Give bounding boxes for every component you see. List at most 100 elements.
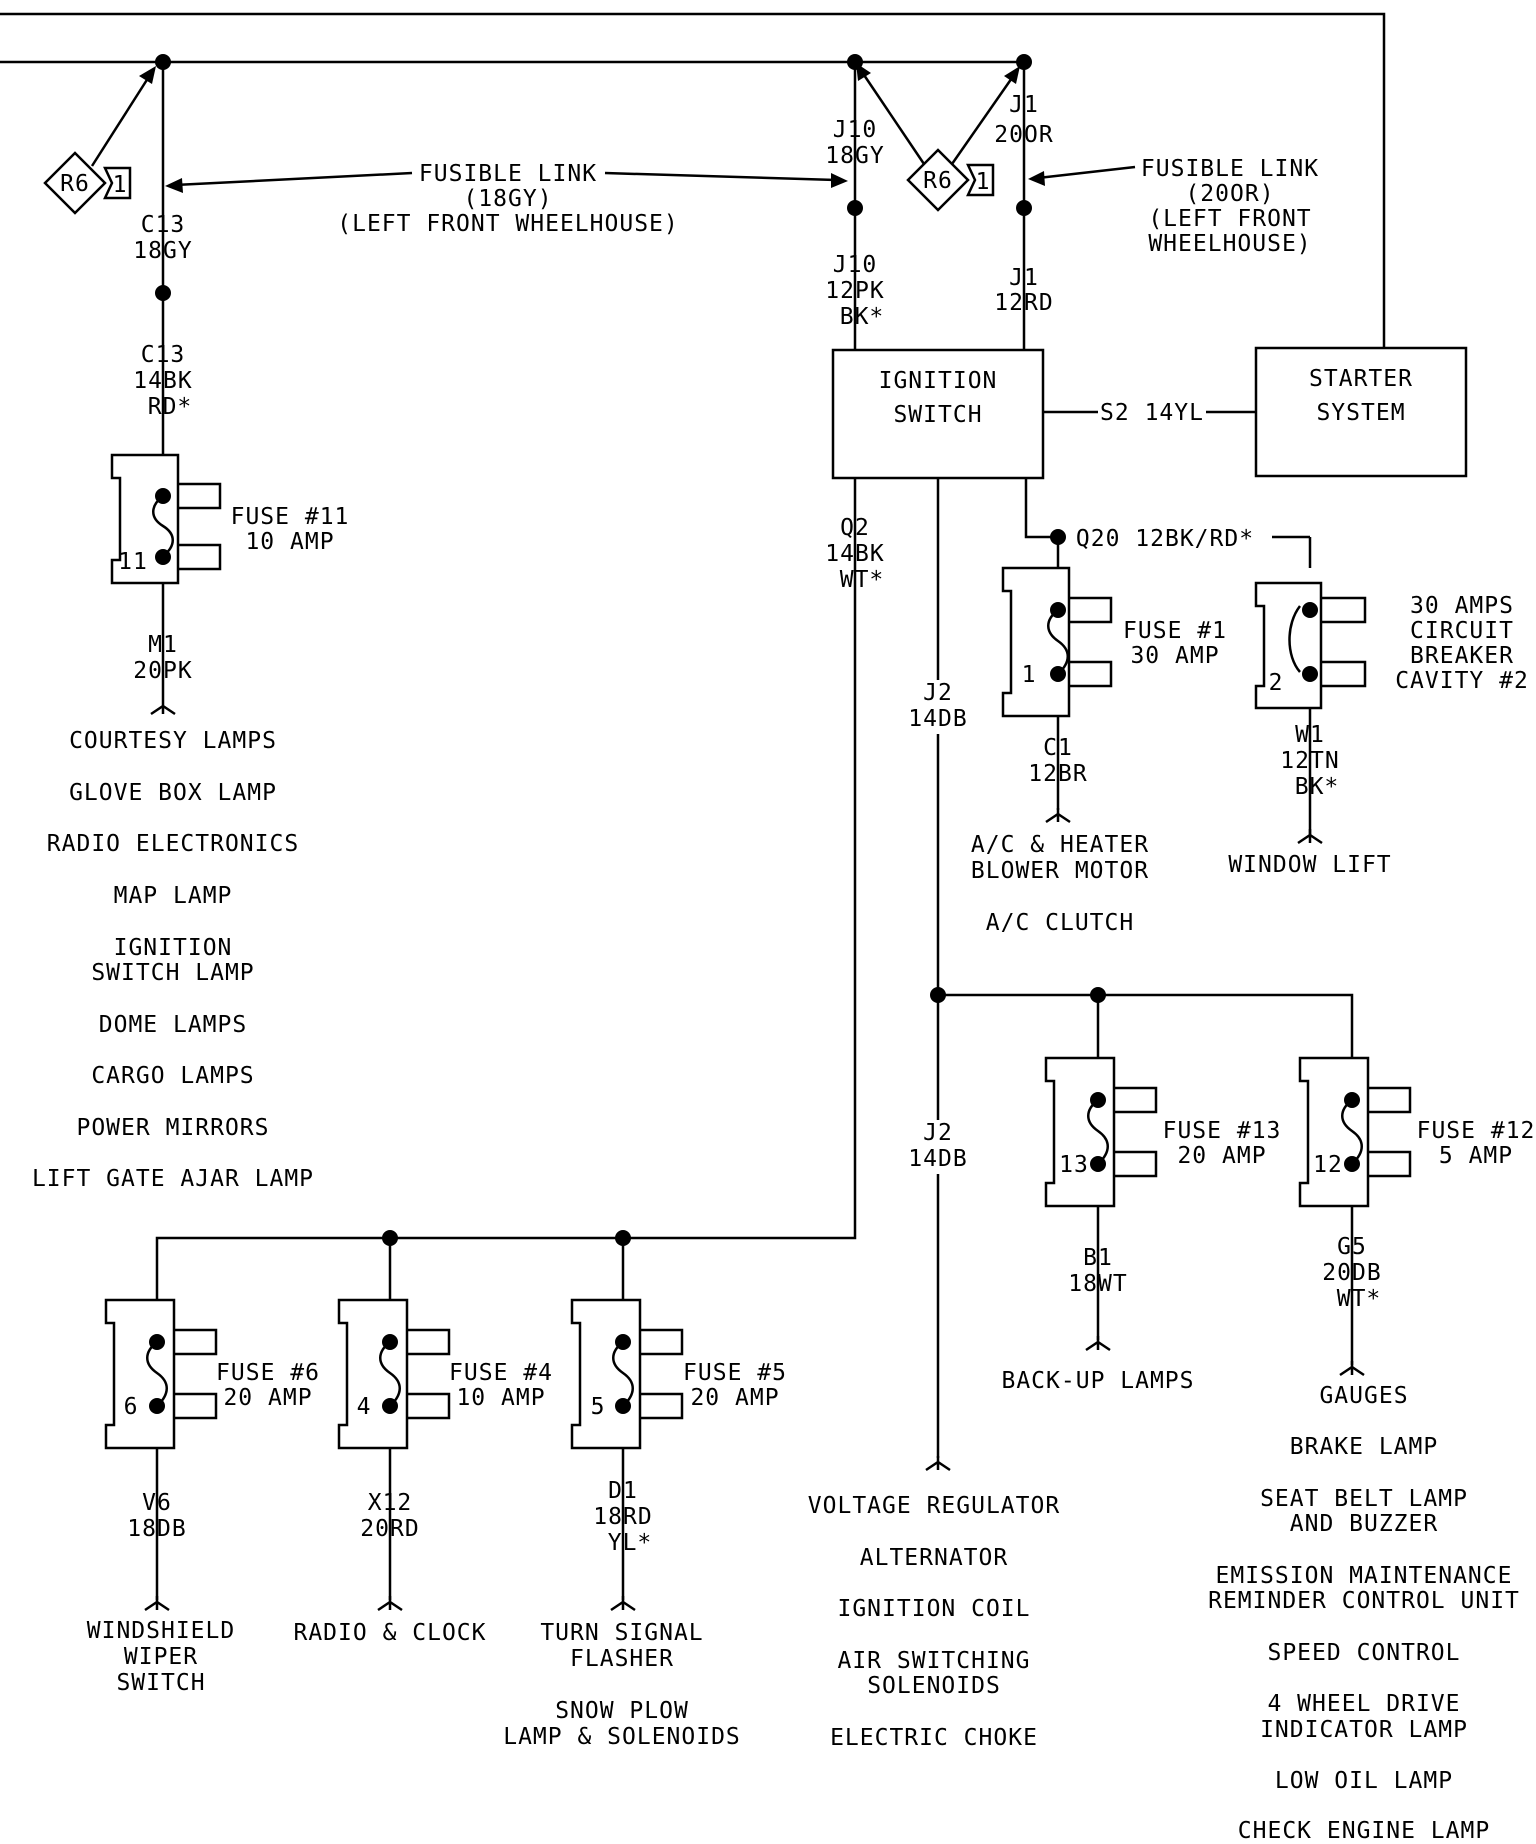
fuse-5-terminal — [615, 1398, 631, 1414]
load-flasher: FLASHER — [570, 1646, 674, 1672]
load-ac-heater: A/C & HEATER — [971, 832, 1149, 858]
load-turn-signal: TURN SIGNAL — [540, 1620, 703, 1646]
load-ignition: IGNITION — [114, 935, 233, 961]
continuation-mark — [610, 1596, 636, 1612]
fuse-12-rating: 5 AMP — [1439, 1143, 1513, 1169]
left-link-gauge: (18GY) — [463, 186, 552, 212]
fuse-11-rating: 10 AMP — [245, 529, 334, 555]
fuse-5-tab-bottom — [640, 1392, 684, 1420]
fuse-6-terminal — [149, 1398, 165, 1414]
fuse-11-tab-top — [178, 482, 222, 510]
right-link-arrow-line — [1037, 165, 1136, 180]
q2-gauge: 14BK — [825, 541, 884, 567]
q20-label: Q20 12BK/RD* — [1076, 526, 1254, 552]
j2-upper-label-bg — [908, 680, 968, 734]
junction-dot — [930, 987, 946, 1003]
fuse-13-tab-top — [1114, 1086, 1158, 1114]
load-glove-box-lamp: GLOVE BOX LAMP — [69, 780, 277, 806]
fuse-4-rating: 10 AMP — [456, 1385, 545, 1411]
d1-id: D1 — [608, 1478, 638, 1504]
fuse-11-terminal — [155, 549, 171, 565]
w1-tracer: BK* — [1295, 774, 1340, 800]
junction-dot — [847, 200, 863, 216]
c13-bottom-gauge: 14BK — [133, 368, 192, 394]
q2-id: Q2 — [840, 515, 870, 541]
load-seat-belt-lamp: SEAT BELT LAMP — [1260, 1486, 1468, 1512]
v6-id: V6 — [142, 1490, 172, 1516]
loads-v6: WINDSHIELD WIPER SWITCH — [87, 1618, 234, 1696]
fuse-11-terminal — [155, 488, 171, 504]
wire-q20-drop — [1024, 478, 1058, 539]
fuse-6-rating: 20 AMP — [223, 1385, 312, 1411]
fuse-1-terminal — [1050, 666, 1066, 682]
fuse-4-body — [337, 1298, 409, 1450]
fusible-link-text: FUSIBLE LINK (18GY) (LEFT FRONT WHEELHOU… — [337, 156, 1318, 257]
fuse-6-terminal — [149, 1334, 165, 1350]
fuse-1-tab-bottom — [1069, 660, 1113, 688]
v6-gauge: 18DB — [127, 1516, 186, 1542]
j2-lower-gauge: 14DB — [908, 1146, 967, 1172]
load-air-switching: AIR SWITCHING — [837, 1648, 1030, 1674]
r6-link-line — [90, 74, 152, 167]
load-4-wheel-drive: 4 WHEEL DRIVE — [1267, 1691, 1460, 1717]
g5-id: G5 — [1337, 1234, 1367, 1260]
ignition-switch-line1: IGNITION — [879, 368, 998, 394]
continuation-mark — [144, 1596, 170, 1612]
load-and-buzzer: AND BUZZER — [1290, 1511, 1438, 1537]
r6-link-arrowhead-right — [1004, 66, 1020, 84]
fuse-12-body — [1298, 1056, 1370, 1208]
r6-number: 1 — [976, 169, 991, 195]
junction-dot — [847, 54, 863, 70]
j1-bottom-id: J1 — [1009, 265, 1039, 291]
junction-dots — [155, 54, 1106, 1246]
load-lamp-solenoids: LAMP & SOLENOIDS — [503, 1724, 741, 1750]
m1-gauge: 20PK — [133, 658, 192, 684]
loads-b1: BACK-UP LAMPS — [1001, 1368, 1193, 1394]
r6-link-arrowhead — [139, 66, 156, 84]
r6-pointer — [103, 166, 132, 200]
junction-dot — [1050, 529, 1066, 545]
fuse-4-title: FUSE #4 — [449, 1360, 553, 1386]
j1-top-id: J1 — [1009, 92, 1039, 118]
fuse-13-title: FUSE #13 — [1163, 1118, 1282, 1144]
j10-top-id: J10 — [833, 117, 878, 143]
load-alternator: ALTERNATOR — [860, 1545, 1008, 1571]
load-voltage-regulator: VOLTAGE REGULATOR — [808, 1493, 1060, 1519]
left-link-title: FUSIBLE LINK — [419, 161, 597, 187]
ignition-switch: IGNITION SWITCH — [831, 348, 1045, 480]
fuse-13-terminal — [1090, 1092, 1106, 1108]
starter-system: STARTER SYSTEM — [1254, 346, 1468, 478]
fuse-1-title: FUSE #1 — [1123, 618, 1227, 644]
fuse-12-terminal — [1344, 1156, 1360, 1172]
fuse-12-title: FUSE #12 — [1417, 1118, 1536, 1144]
load-lift-gate-ajar-lamp: LIFT GATE AJAR LAMP — [32, 1166, 314, 1192]
c1-id: C1 — [1043, 735, 1073, 761]
continuation-mark — [1339, 1361, 1365, 1377]
c1-gauge: 12BR — [1028, 761, 1087, 787]
fuse-12: 12 FUSE #12 5 AMP — [1298, 1056, 1536, 1208]
fuse-6-element — [146, 1341, 168, 1407]
junction-dot — [155, 285, 171, 301]
r6-reference-right: R6 1 — [856, 63, 1020, 212]
circuit-breaker-line4: CAVITY #2 — [1395, 668, 1529, 694]
wire-q2 — [155, 478, 857, 1300]
left-link-arrow-line-right — [604, 171, 837, 182]
circuit-breaker-tab-top — [1321, 596, 1367, 624]
fusible-link-arrows — [165, 165, 1136, 193]
r6-link-line-right — [950, 74, 1016, 165]
r6-label: R6 — [923, 168, 953, 194]
fuse-13-body — [1044, 1056, 1116, 1208]
fuse-1-element — [1047, 609, 1069, 675]
load-radio-clock: RADIO & CLOCK — [293, 1620, 486, 1646]
loads-m1: COURTESY LAMPS GLOVE BOX LAMP RADIO ELEC… — [32, 728, 314, 1192]
fuse-4-number: 4 — [357, 1394, 372, 1420]
j2-lower-id: J2 — [923, 1120, 953, 1146]
starter-system-box — [1254, 346, 1468, 478]
fuse-11-tab-bottom — [178, 543, 222, 571]
fuse-11-element — [152, 495, 174, 557]
load-speed-control: SPEED CONTROL — [1267, 1640, 1460, 1666]
j1-top-gauge: 20OR — [994, 122, 1053, 148]
right-link-location-1: (LEFT FRONT — [1148, 206, 1311, 232]
loads-j2: VOLTAGE REGULATOR ALTERNATOR IGNITION CO… — [808, 1493, 1060, 1751]
r6-label: R6 — [60, 171, 90, 197]
